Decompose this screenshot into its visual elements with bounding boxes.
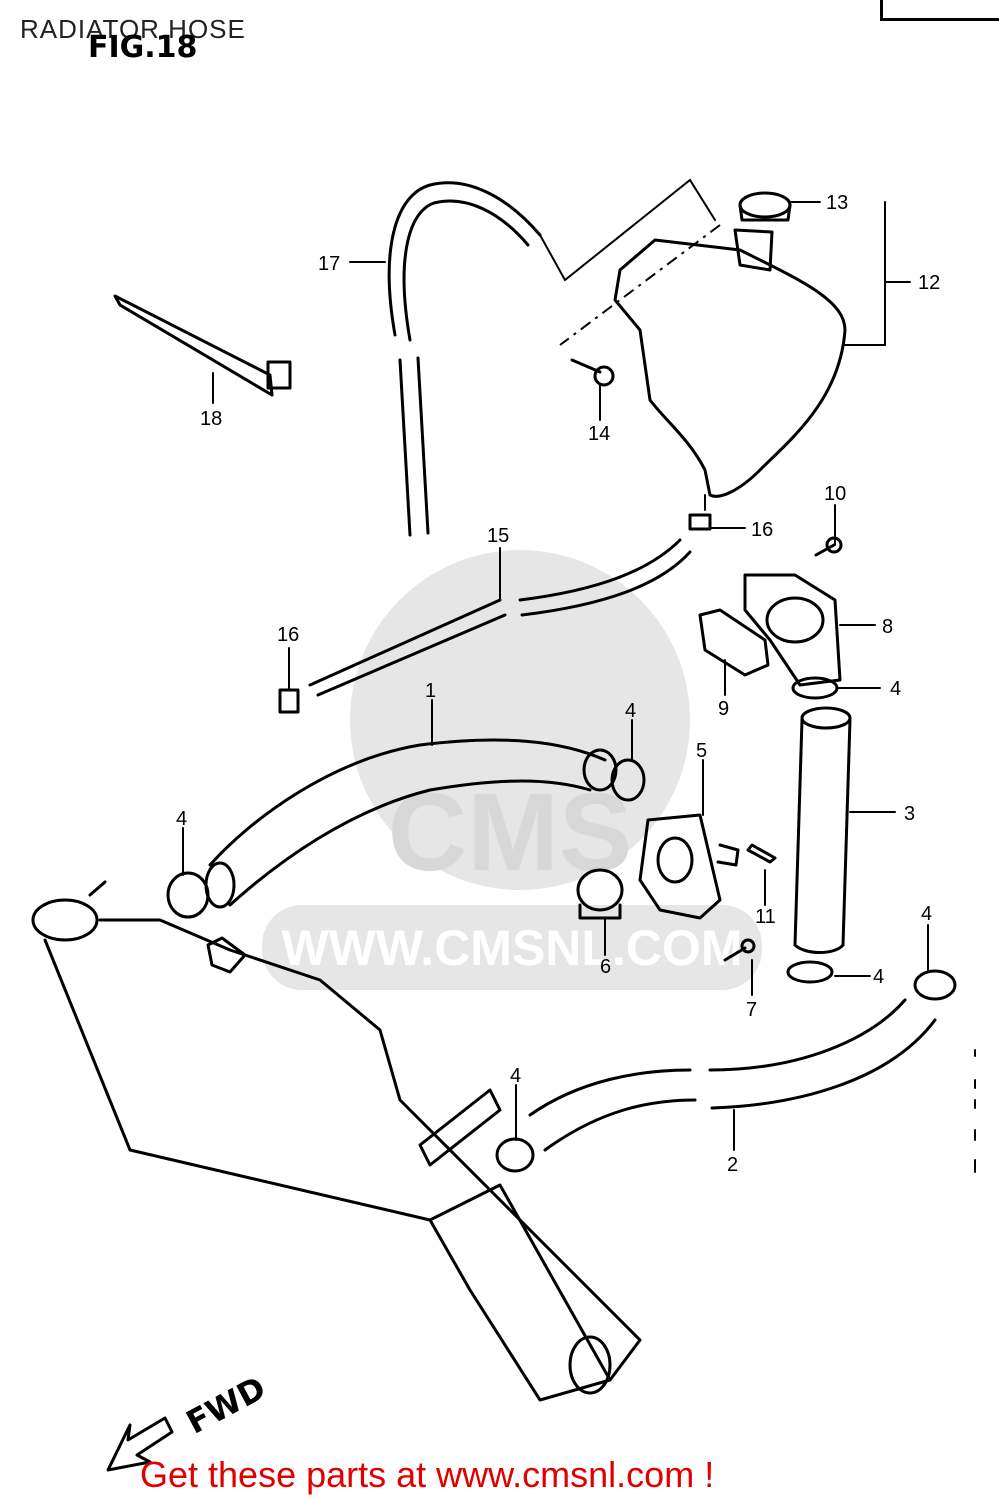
callout-8: 8 bbox=[882, 616, 893, 638]
part-7-bolt bbox=[723, 938, 756, 962]
callout-3: 3 bbox=[904, 803, 915, 825]
part-2-hose bbox=[528, 998, 937, 1152]
fwd-arrow-icon bbox=[106, 1416, 174, 1472]
callout-1: 1 bbox=[425, 680, 436, 702]
callout-7: 7 bbox=[746, 999, 757, 1021]
part-3-hose bbox=[793, 706, 852, 954]
page-title: RADIATOR HOSE bbox=[20, 14, 246, 44]
part-8-thermostat-cover bbox=[743, 573, 842, 687]
callout-14: 14 bbox=[588, 423, 610, 445]
part-6-thermostat bbox=[576, 868, 624, 920]
callout-9: 9 bbox=[718, 698, 729, 720]
callout-6: 6 bbox=[600, 956, 611, 978]
callout-4: 4 bbox=[873, 966, 884, 988]
callout-5: 5 bbox=[696, 740, 707, 762]
part-9-gasket bbox=[698, 608, 770, 677]
callout-4: 4 bbox=[510, 1065, 521, 1087]
callout-4: 4 bbox=[890, 678, 901, 700]
fwd-label: FWD bbox=[180, 1369, 272, 1442]
radiator bbox=[31, 880, 642, 1402]
radiator-cap bbox=[31, 898, 99, 942]
part-10-bolt bbox=[814, 536, 843, 557]
callout-15: 15 bbox=[487, 525, 509, 547]
part-11-sensor bbox=[746, 843, 777, 864]
callout-4: 4 bbox=[921, 903, 932, 925]
watermark-url: WWW.CMSNL.COM bbox=[281, 920, 742, 976]
watermark-banner bbox=[262, 905, 762, 990]
callout-labels: 17 13 12 18 14 10 16 15 8 16 9 4 1 4 5 3… bbox=[176, 192, 940, 1176]
part-12-reservoir-tank bbox=[559, 191, 847, 511]
part-14-bolt bbox=[570, 358, 615, 387]
callout-13: 13 bbox=[826, 192, 848, 214]
part-15-hose bbox=[308, 538, 692, 697]
callout-11: 11 bbox=[755, 906, 776, 928]
callout-16: 16 bbox=[277, 624, 299, 646]
figure-number: FIG.18 bbox=[88, 30, 198, 65]
part-13-cap bbox=[738, 191, 792, 219]
leader-lines bbox=[182, 201, 929, 1151]
part-17-breather-hose bbox=[387, 178, 716, 537]
part-16-clip-b bbox=[688, 513, 712, 531]
callout-17: 17 bbox=[318, 253, 340, 275]
callout-18: 18 bbox=[200, 408, 222, 430]
part-16-clip-a bbox=[278, 688, 300, 714]
part-18-strap bbox=[113, 294, 292, 397]
part-5-thermostat-housing bbox=[638, 813, 740, 920]
page-corner-frame bbox=[880, 0, 999, 21]
callout-4: 4 bbox=[625, 700, 636, 722]
callout-4: 4 bbox=[176, 808, 187, 830]
callout-10: 10 bbox=[824, 483, 846, 505]
part-4-clamps bbox=[166, 676, 957, 1173]
footer-link-text[interactable]: Get these parts at www.cmsnl.com ! bbox=[140, 1454, 715, 1495]
callout-16: 16 bbox=[751, 519, 773, 541]
callout-12: 12 bbox=[918, 272, 940, 294]
watermark-circle bbox=[350, 550, 690, 890]
callout-2: 2 bbox=[727, 1154, 738, 1176]
